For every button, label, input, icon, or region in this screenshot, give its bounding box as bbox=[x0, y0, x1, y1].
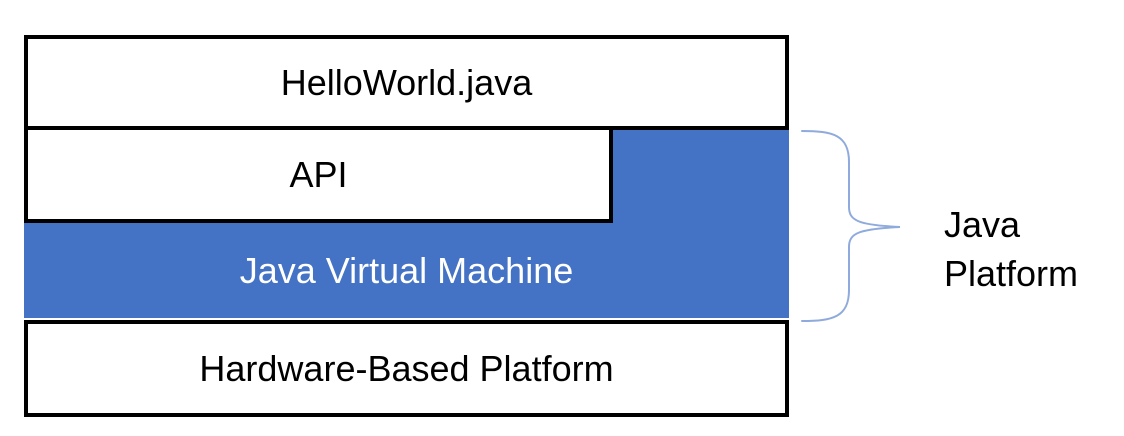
box-helloworld: HelloWorld.java bbox=[24, 35, 789, 130]
java-platform-label: Java Platform bbox=[944, 200, 1078, 298]
box-hardware: Hardware-Based Platform bbox=[24, 320, 789, 417]
java-platform-label-line1: Java bbox=[944, 204, 1021, 245]
box-hardware-label: Hardware-Based Platform bbox=[199, 347, 614, 389]
box-helloworld-label: HelloWorld.java bbox=[280, 61, 533, 103]
box-jvm: Java Virtual Machine bbox=[24, 223, 789, 318]
box-api: API bbox=[24, 130, 613, 223]
java-platform-label-line2: Platform bbox=[944, 253, 1079, 294]
brace-icon bbox=[801, 130, 901, 322]
box-api-label: API bbox=[289, 153, 348, 195]
brace-path bbox=[801, 130, 901, 322]
box-jvm-label: Java Virtual Machine bbox=[239, 249, 574, 291]
